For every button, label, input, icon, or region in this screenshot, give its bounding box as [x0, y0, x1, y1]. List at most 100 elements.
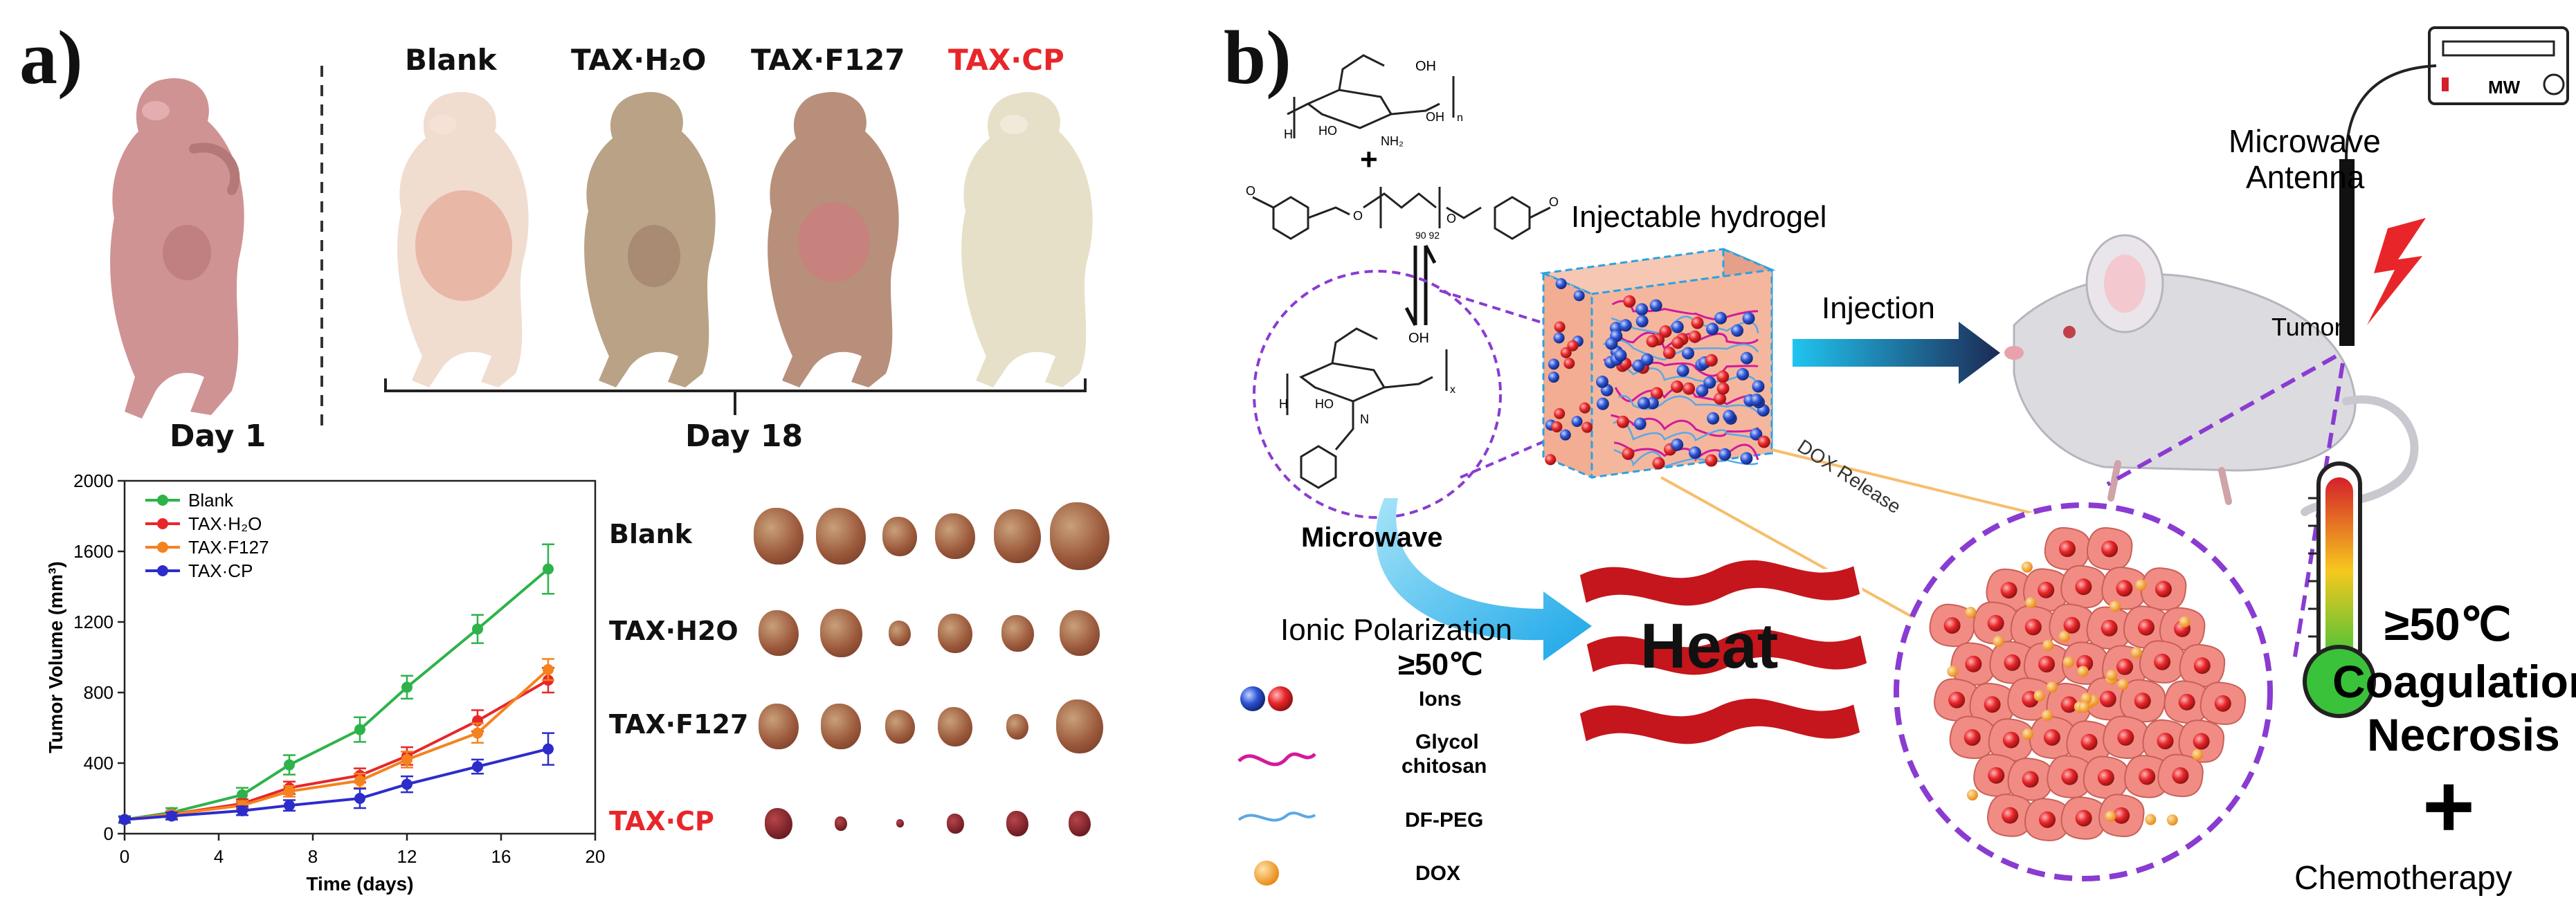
- tumor-row-label: Blank: [609, 519, 692, 549]
- ion-sphere: [1671, 380, 1684, 393]
- cell-nucleus: [2075, 809, 2092, 827]
- hydrogel-cube: [1539, 247, 1776, 479]
- ion-sphere: [1632, 359, 1645, 372]
- ion-sphere: [1682, 347, 1695, 360]
- x-tick-label: 8: [308, 846, 318, 867]
- svg-text:OH: OH: [1415, 59, 1436, 74]
- glycol-chitosan-strand: [1611, 414, 1759, 437]
- excised-tumor: [1056, 699, 1103, 753]
- svg-text:n: n: [1457, 112, 1463, 124]
- svg-text:H: H: [1284, 127, 1293, 141]
- ion-sphere: [1736, 367, 1750, 381]
- dox-particle: [2078, 702, 2090, 713]
- svg-text:NH₂: NH₂: [1381, 134, 1404, 148]
- dox-particle: [2110, 601, 2121, 612]
- injection-label: Injection: [1822, 291, 1935, 325]
- legend-label: TAX·H₂O: [188, 513, 262, 534]
- cell-nucleus: [2080, 733, 2098, 751]
- y-axis-label: Tumor Volume (mm³): [45, 561, 66, 753]
- ion-sphere: [1650, 387, 1663, 400]
- ion-sphere: [1740, 452, 1753, 465]
- group-label-tax-f127: TAX·F127: [751, 43, 905, 77]
- schematic-legend: [1237, 686, 1316, 886]
- tumor-label: Tumor: [2271, 313, 2343, 341]
- antenna-label-2: Antenna: [2246, 159, 2365, 195]
- ion-sphere: [1623, 295, 1636, 308]
- cell-nucleus: [2116, 658, 2134, 675]
- dox-release-label: DOX Release: [1794, 435, 1905, 517]
- df-peg-strand: [1613, 419, 1759, 442]
- cell-nucleus: [2134, 693, 2151, 710]
- panel-b-schematic: OH OH HO NH₂ H n + O O 90 92 O O OH HO N…: [1237, 26, 2576, 897]
- necrosis-label: Necrosis: [2367, 709, 2560, 760]
- data-point: [284, 785, 295, 797]
- ion-sphere: [1563, 358, 1575, 369]
- dox-particle: [1965, 607, 1977, 619]
- dox-particle: [2106, 669, 2118, 681]
- ion-sphere: [1750, 428, 1763, 441]
- cell-nucleus: [2139, 768, 2156, 785]
- dox-particle: [2025, 597, 2037, 609]
- antenna-cable: [2345, 64, 2437, 160]
- cell-nucleus: [2138, 619, 2155, 636]
- cell-nucleus: [2155, 580, 2172, 598]
- excised-tumor: [1006, 810, 1028, 836]
- cell-nucleus: [2043, 729, 2060, 746]
- svg-text:O: O: [1353, 209, 1363, 223]
- ion-sphere: [1742, 312, 1755, 325]
- cell-nucleus: [2101, 540, 2119, 558]
- data-point: [401, 778, 412, 790]
- dox-particle: [2021, 561, 2033, 573]
- cell-nucleus: [1988, 767, 2005, 784]
- ion-sphere: [1635, 315, 1649, 328]
- x-tick-label: 20: [586, 846, 606, 867]
- excised-tumor: [885, 709, 915, 744]
- temp-label: ≥50℃: [2384, 598, 2512, 650]
- dox-particle: [1993, 636, 2004, 648]
- ion-sphere: [1757, 435, 1770, 448]
- y-tick-label: 2000: [73, 470, 114, 491]
- ion-sphere: [1548, 358, 1560, 370]
- svg-text:O: O: [1446, 212, 1456, 226]
- ion-sphere: [1671, 438, 1684, 451]
- svg-text:OH: OH: [1408, 331, 1429, 346]
- legend-marker: [157, 495, 168, 506]
- legend-dox: DOX: [1415, 862, 1460, 885]
- schiff-base-zoom-circle: [1253, 270, 1502, 519]
- excised-tumor: [759, 704, 799, 749]
- data-point: [166, 810, 177, 822]
- cell-nucleus: [2038, 656, 2056, 673]
- ion-sphere: [1635, 303, 1649, 316]
- excised-tumor: [821, 704, 861, 749]
- microwave-antenna: [2339, 159, 2355, 346]
- y-tick-label: 1600: [73, 541, 114, 562]
- group-label-tax-cp: TAX·CP: [948, 43, 1064, 77]
- cell-nucleus: [2178, 693, 2195, 711]
- ion-sphere: [1560, 347, 1572, 358]
- excised-tumor: [935, 513, 975, 559]
- cell-nucleus: [1987, 614, 2004, 632]
- ion-sphere: [1682, 382, 1696, 395]
- mouse-day1-photo: [110, 78, 244, 419]
- dox-particle: [2192, 749, 2204, 760]
- svg-text:x: x: [1450, 384, 1455, 396]
- group-label-tax-h2o: TAX·H₂O: [571, 43, 707, 77]
- panel-b-letter: b): [1224, 15, 1291, 100]
- ion-sphere: [1705, 454, 1718, 467]
- ion-sphere: [1638, 396, 1651, 410]
- data-point: [354, 793, 365, 804]
- dox-particle: [2145, 814, 2157, 825]
- group-label-blank: Blank: [405, 43, 497, 77]
- lightning-icon: [2367, 218, 2426, 325]
- cell-nucleus: [1984, 696, 2001, 713]
- ion-sphere: [1714, 392, 1727, 405]
- ion-sphere: [1671, 320, 1684, 333]
- tumor-row-label: TAX·F127: [609, 709, 749, 740]
- cell-nucleus: [2024, 619, 2042, 636]
- ion-sphere: [1750, 393, 1763, 406]
- mouse-tax-f127-photo: [768, 92, 899, 387]
- ion-sphere: [1646, 396, 1659, 410]
- ion-sphere: [1731, 324, 1744, 337]
- ion-sphere: [1740, 351, 1753, 365]
